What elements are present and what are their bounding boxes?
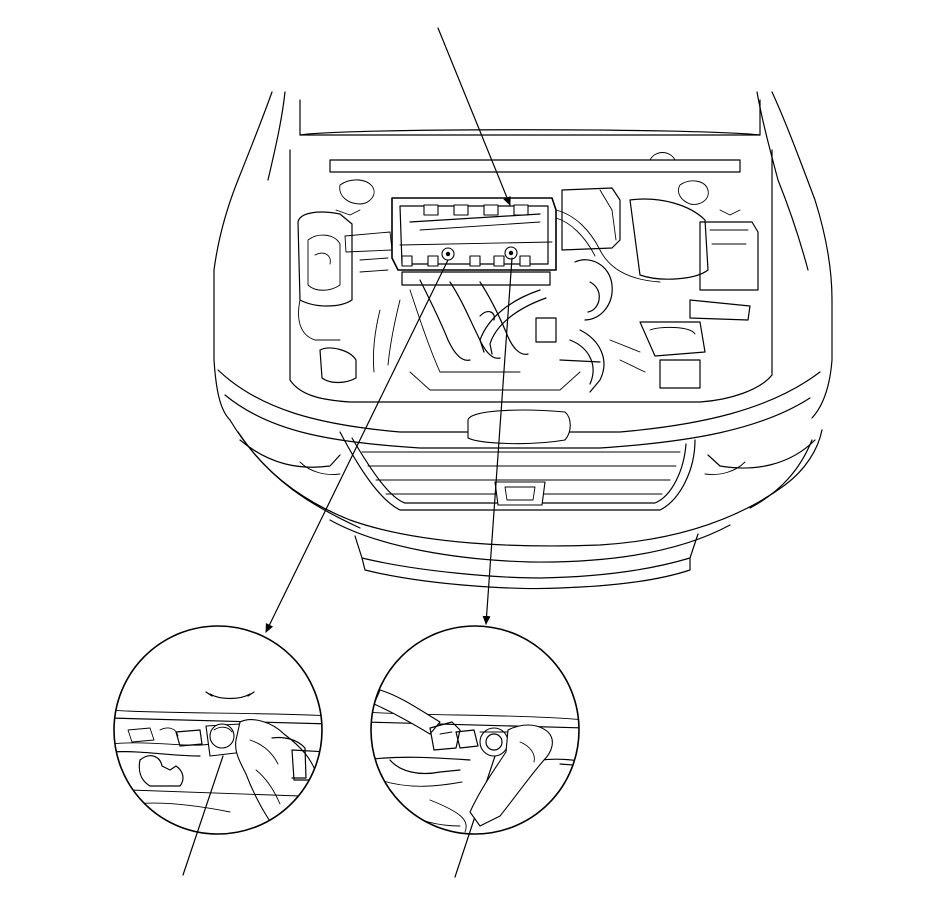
coil-packs-top bbox=[409, 204, 541, 231]
vehicle-body bbox=[213, 91, 833, 590]
left-detail-leader bbox=[182, 755, 224, 876]
right-detail-arrow bbox=[482, 257, 513, 625]
front-grille bbox=[339, 409, 696, 511]
intake-manifold bbox=[372, 271, 551, 373]
engine-bay bbox=[297, 152, 759, 393]
left-detail-arrow bbox=[265, 259, 449, 633]
top-leader-line bbox=[437, 27, 511, 206]
callout-leaders bbox=[182, 27, 513, 878]
left-detail-circle bbox=[113, 625, 323, 835]
left-detail-view bbox=[113, 625, 323, 835]
right-detail-view bbox=[370, 625, 580, 835]
right-detail-circle bbox=[370, 625, 580, 835]
coil-packs-bottom bbox=[399, 241, 553, 267]
air-intake bbox=[559, 187, 709, 393]
battery bbox=[689, 221, 759, 321]
